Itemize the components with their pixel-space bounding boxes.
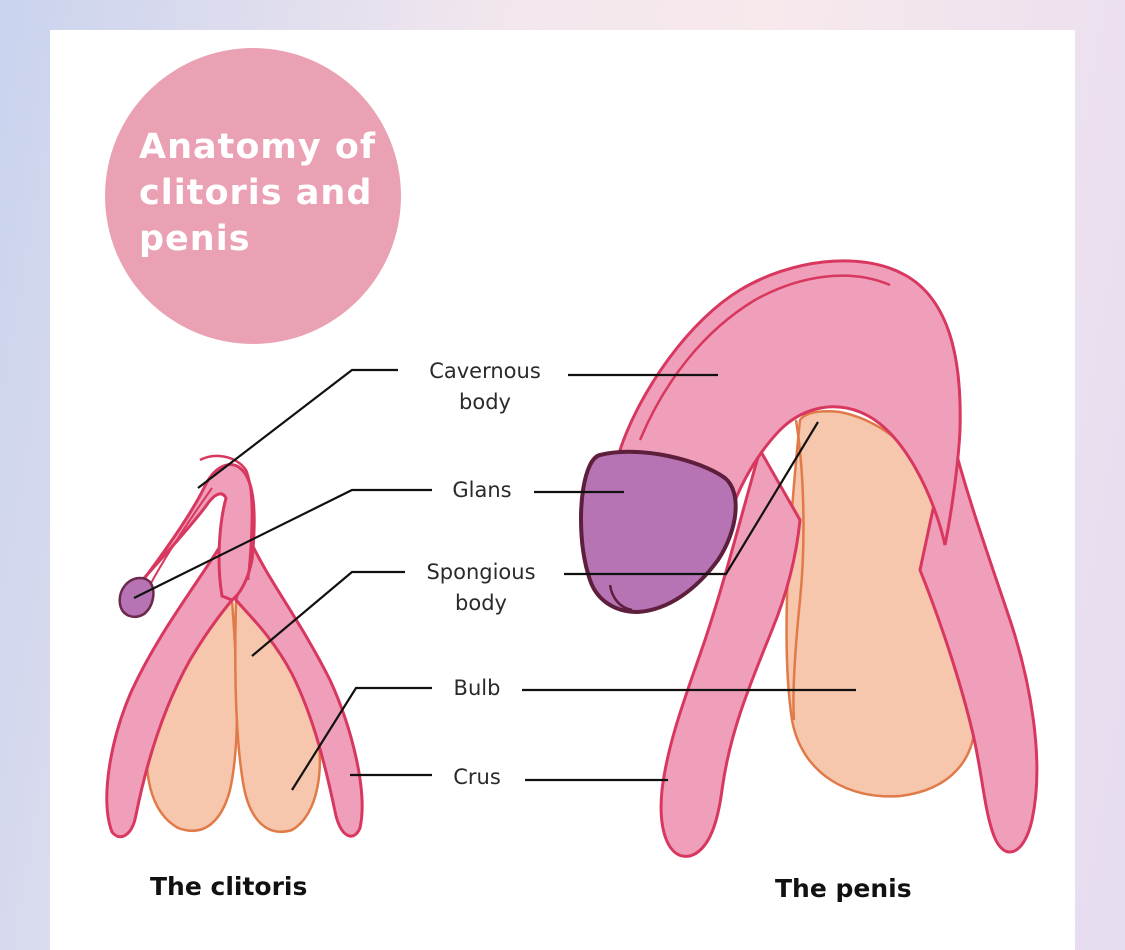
penis-bulb	[785, 410, 977, 798]
leader-spongious-penis	[564, 421, 819, 576]
penis-crus-left	[659, 446, 802, 858]
label-bulb: Bulb	[453, 676, 501, 700]
clitoris-crus-left	[105, 535, 234, 839]
leader-cavernous-clitoris	[197, 368, 398, 489]
penis-glans	[579, 449, 738, 615]
penis-crus-right	[918, 429, 1039, 854]
label-glans: Glans	[452, 478, 512, 502]
clitoris-shaft-top	[199, 454, 254, 581]
label-cavernous-body: Cavernous body	[429, 359, 541, 414]
penis-glans-fold	[608, 584, 633, 612]
penis-spongious-body-edge	[792, 419, 805, 721]
diagram-title: Anatomy of clitoris and penis	[139, 127, 377, 259]
clitoris-illustration	[105, 454, 364, 839]
clitoris-crus-right	[234, 535, 364, 838]
penis-illustration	[579, 259, 1039, 858]
label-spongious-body: Spongious body	[426, 560, 536, 615]
caption-clitoris: The clitoris	[150, 872, 308, 901]
leader-bulb-clitoris	[291, 686, 432, 791]
leader-spongious-clitoris	[251, 570, 405, 657]
label-crus: Crus	[453, 765, 501, 789]
leader-lines	[133, 368, 856, 791]
clitoris-shaft-line	[149, 487, 213, 586]
title-badge: Anatomy of clitoris and penis	[105, 48, 401, 344]
caption-penis: The penis	[775, 874, 912, 903]
penis-shaft-upper-edge	[638, 274, 891, 441]
leader-glans-clitoris	[133, 488, 432, 599]
